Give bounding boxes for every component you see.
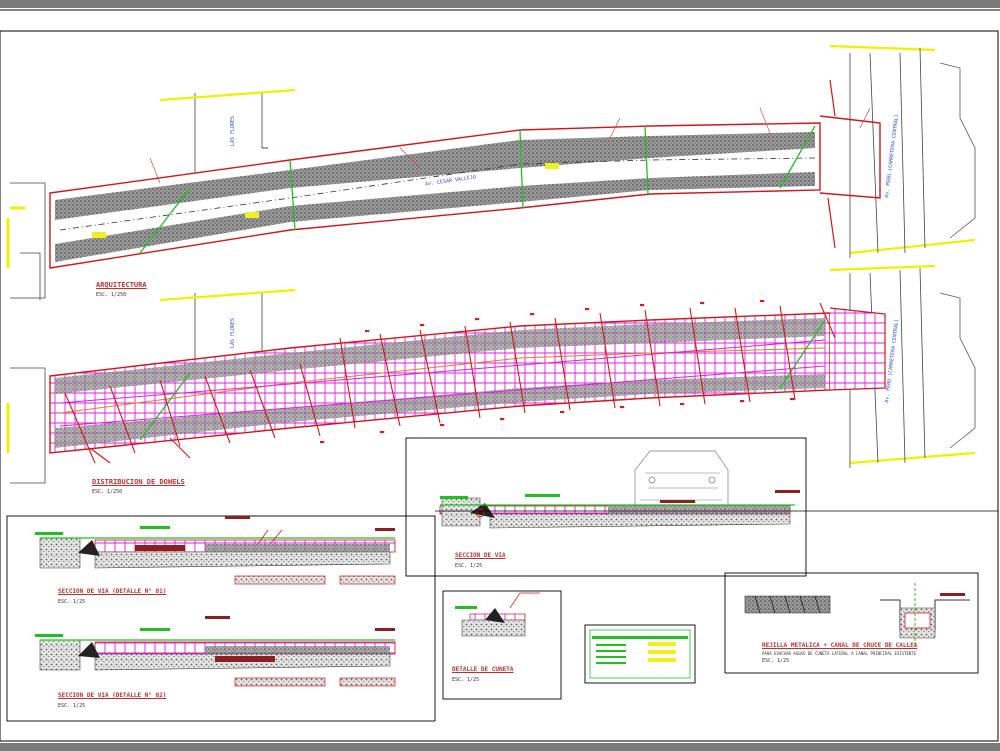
svg-text:■■: ■■ [320,440,325,444]
plan-dowels-title: DISTRIBUCION DE DOWELS [92,478,185,486]
detail-cuneta [442,590,562,700]
rejilla-title: REJILLA METALICA + CANAL DE CRUCE DE CAL… [762,642,918,649]
plan-arquitectura-scale: ESC. 1/250 [96,292,127,298]
seccion-via-scale: ESC. 1/25 [455,563,483,569]
rejilla-note: PARA EVACUAR AGUAS DE CUNETA LATERAL A C… [762,651,917,656]
plan-arquitectura [6,44,976,300]
seccion-via-1-scale: ESC. 1/25 [58,599,86,605]
street-label-las-flores: LAS FLORES [230,115,237,147]
seccion-via-2-title: SECCION DE VIA (DETALLE N° 02) [58,692,167,699]
svg-text:■■: ■■ [420,323,425,327]
plan-dowels: ■■ ■■ ■■ ■■ ■■ ■■ ■■ ■■ ■■ ■■ ■■ ■■ ■■ ■■ ■■ ■■ ■■ [6,264,976,484]
svg-text:■■: ■■ [680,402,685,406]
svg-text:■■: ■■ [640,303,645,307]
seccion-via-1-title: SECCION DE VIA (DETALLE N° 01) [58,588,167,595]
drawing-sheet: ■■ ■■ ■■ ■■ ■■ ■■ ■■ ■■ ■■ ■■ ■■ ■■ ■■ ■■ ■■ ■■ ■■ [0,8,1000,743]
street-label-las-flores-2: LAS FLORES [230,317,237,349]
detail-secciones-via [6,510,998,722]
detalle-cuneta-scale: ESC. 1/25 [452,677,480,683]
detail-seccion-via [405,437,807,577]
svg-text:■■: ■■ [500,417,505,421]
svg-text:■■: ■■ [760,299,765,303]
svg-text:■■: ■■ [440,423,445,427]
detalle-cuneta-title: DETALLE DE CUNETA [452,666,514,673]
svg-text:■■: ■■ [620,405,625,409]
svg-text:■■: ■■ [530,312,535,316]
plan-dowels-scale: ESC. 1/250 [92,489,123,495]
rejilla-scale: ESC. 1/25 [762,658,790,664]
plan-arquitectura-title: ARQUITECTURA [96,281,147,289]
svg-text:■■: ■■ [475,317,480,321]
svg-text:■■: ■■ [790,397,795,401]
cad-drawing-canvas: ■■ ■■ ■■ ■■ ■■ ■■ ■■ ■■ ■■ ■■ ■■ ■■ ■■ ■■ ■■ ■■ ■■ [0,9,1000,742]
legend-box [584,624,696,684]
seccion-via-2-scale: ESC. 1/25 [58,703,86,709]
svg-text:■■: ■■ [700,301,705,305]
sheet-border [0,9,1000,742]
detail-rejilla [724,572,979,674]
seccion-via-title: SECCION DE VIA [455,552,506,559]
svg-text:■■: ■■ [380,430,385,434]
svg-text:■■: ■■ [560,410,565,414]
svg-text:■■: ■■ [585,307,590,311]
svg-text:■■: ■■ [740,399,745,403]
svg-text:■■: ■■ [365,329,370,333]
